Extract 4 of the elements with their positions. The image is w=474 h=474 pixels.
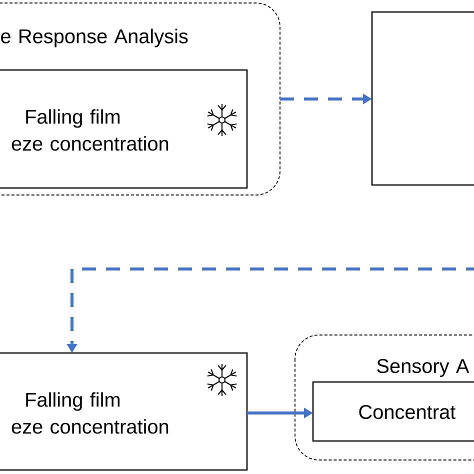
process-box: Falling film eze concentration [0,69,248,189]
process-box: Falling film eze concentration [0,352,248,471]
process-box [371,11,474,186]
process-box: Concentrat [312,381,474,442]
